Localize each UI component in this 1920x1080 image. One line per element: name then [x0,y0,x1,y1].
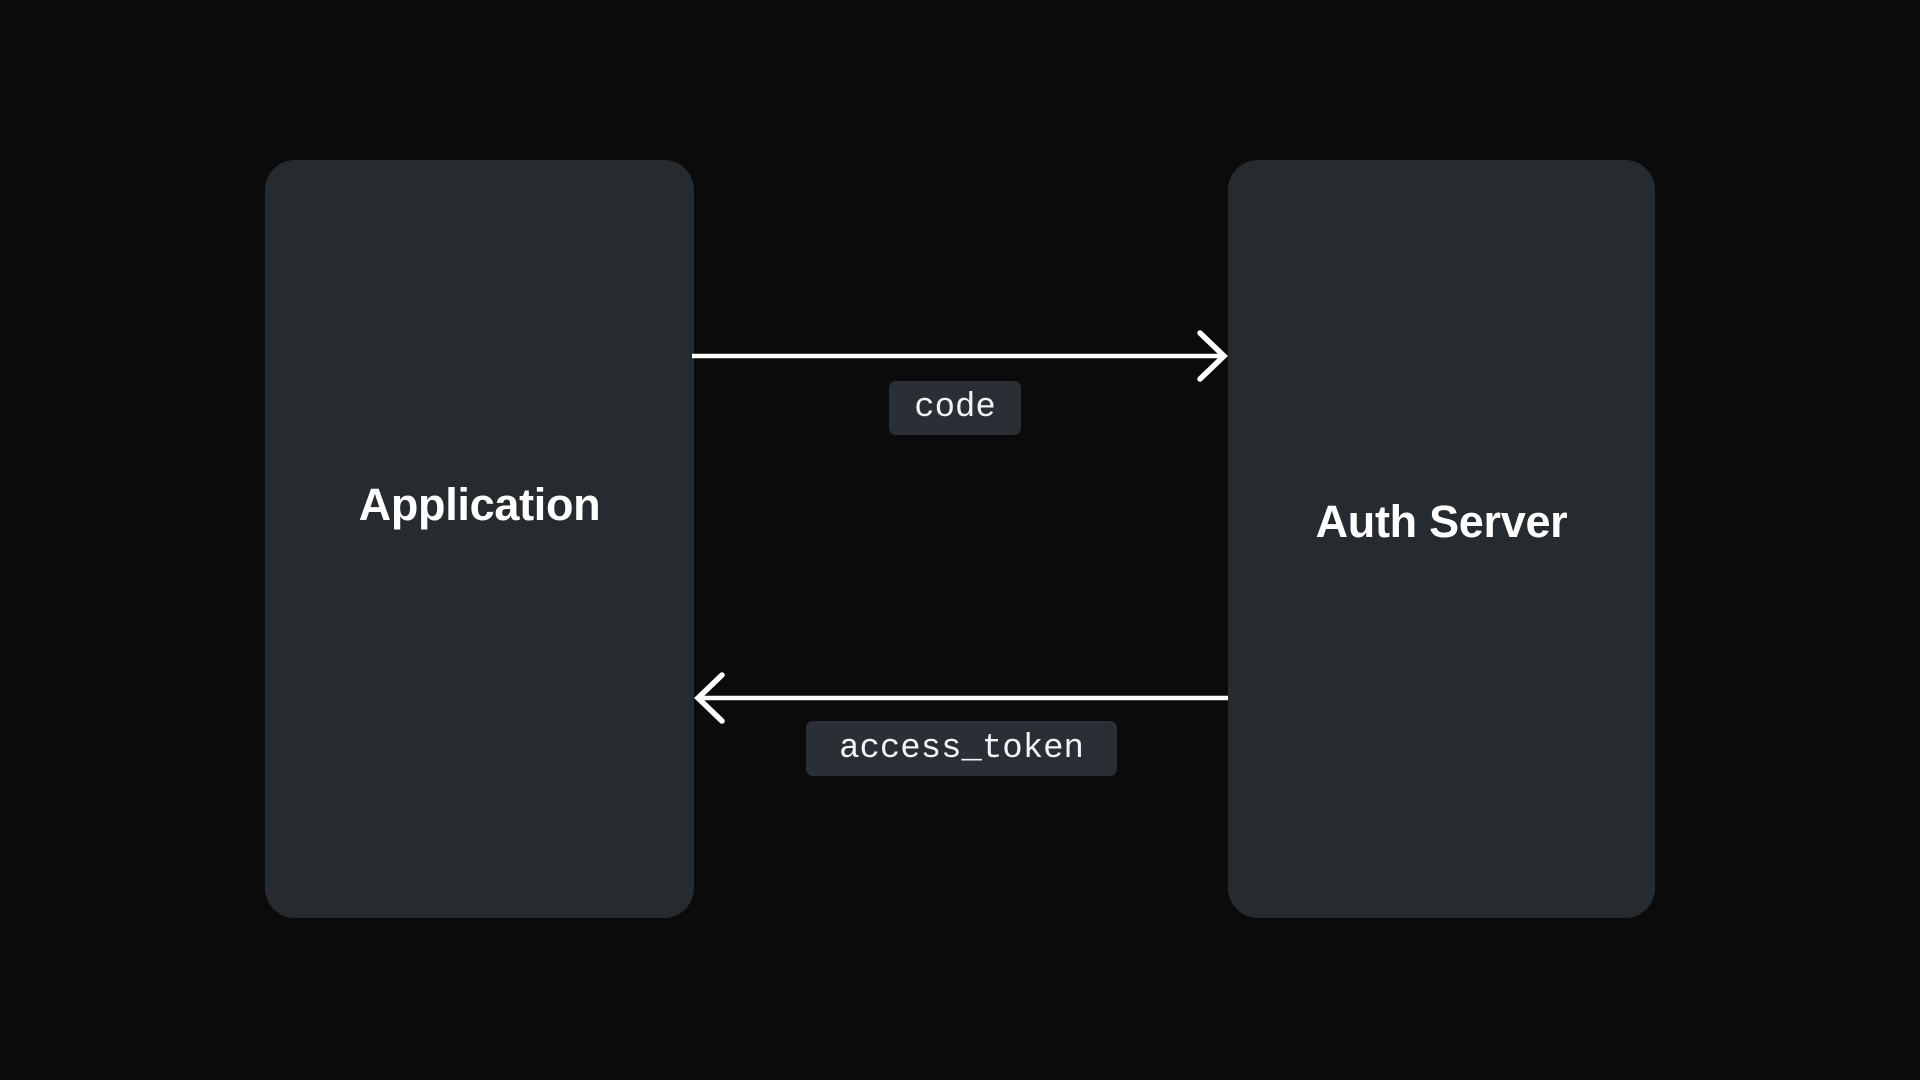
arrow-right-icon [1197,330,1228,382]
edge-token-response [694,672,1228,724]
node-application-label: Application [358,479,601,530]
node-application-label-wrap: Application [265,126,694,884]
edge-label-code: code [889,381,1021,435]
node-auth-server-label-wrap: Auth Server [1228,143,1655,901]
edge-label-code-text: code [914,389,996,427]
node-auth-server[interactable]: Auth Server [1228,160,1655,918]
node-auth-server-label: Auth Server [1315,496,1568,547]
node-application[interactable]: Application [265,160,694,918]
arrow-left-icon [694,672,725,724]
edge-code-request [692,330,1228,382]
edge-label-access-token: access_token [806,721,1117,776]
edge-label-access-token-text: access_token [839,729,1084,768]
